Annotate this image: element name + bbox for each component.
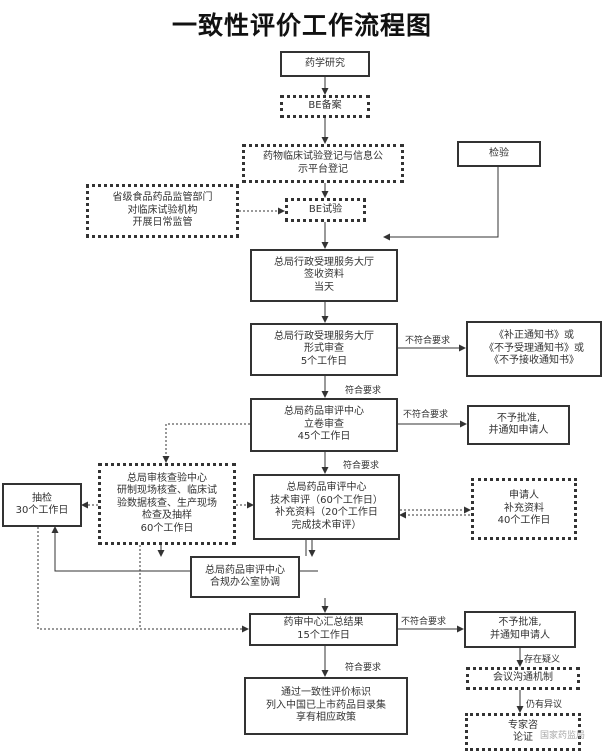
label-still-objection: 仍有异议	[525, 697, 564, 710]
page-title: 一致性评价工作流程图	[171, 11, 432, 40]
watermark: 国家药监局	[540, 731, 586, 741]
node-pharma-research: 药学研究	[280, 51, 370, 77]
node-applicant-supplement: 申请人 补充资料 40个工作日	[471, 478, 577, 540]
node-be-test: BE试验	[285, 198, 366, 222]
node-meeting: 会议沟通机制	[466, 667, 580, 690]
label-compliant-3: 符合要求	[344, 660, 383, 673]
label-compliant-1: 符合要求	[344, 383, 383, 396]
node-reject-notify-1: 不予批准, 并通知申请人	[467, 405, 570, 445]
node-inspection-top: 检验	[457, 141, 541, 167]
label-objection: 存在疑义	[523, 652, 562, 665]
node-correction-notice: 《补正通知书》或 《不予受理通知书》或 《不予接收通知书》	[466, 321, 602, 377]
label-compliant-2: 符合要求	[342, 458, 381, 471]
node-filing-review: 总局药品审评中心 立卷审查 45个工作日	[250, 398, 398, 452]
node-receipt: 总局行政受理服务大厅 签收资料 当天	[250, 249, 398, 302]
node-final-listing: 通过一致性评价标识 列入中国已上市药品目录集 享有相应政策	[244, 677, 408, 735]
node-expert: 专家咨 论证	[465, 713, 581, 751]
node-provincial-supervision: 省级食品药品监管部门 对临床试验机构 开展日常监管	[86, 184, 239, 238]
node-be-filing: BE备案	[280, 95, 370, 118]
label-noncompliant-formal: 不符合要求	[404, 333, 452, 346]
node-sample-test: 抽检 30个工作日	[2, 483, 82, 527]
node-tech-review: 总局药品审评中心 技术审评（60个工作日） 补充资料（20个工作日 完成技术审评…	[253, 474, 400, 540]
node-check-center: 总局审核查验中心 研制现场核查、临床试 验数据核查、生产现场 检查及抽样 60个…	[98, 463, 236, 545]
label-noncompliant-filing: 不符合要求	[402, 407, 450, 420]
node-summary: 药审中心汇总结果 15个工作日	[249, 613, 398, 646]
label-noncompliant-summary: 不符合要求	[400, 614, 448, 627]
node-reject-notify-2: 不予批准, 并通知申请人	[464, 611, 576, 648]
node-coordination: 总局药品审评中心 合规办公室协调	[190, 556, 300, 598]
node-registration-platform: 药物临床试验登记与信息公 示平台登记	[242, 144, 404, 183]
node-formal-review: 总局行政受理服务大厅 形式审查 5个工作日	[250, 323, 398, 376]
